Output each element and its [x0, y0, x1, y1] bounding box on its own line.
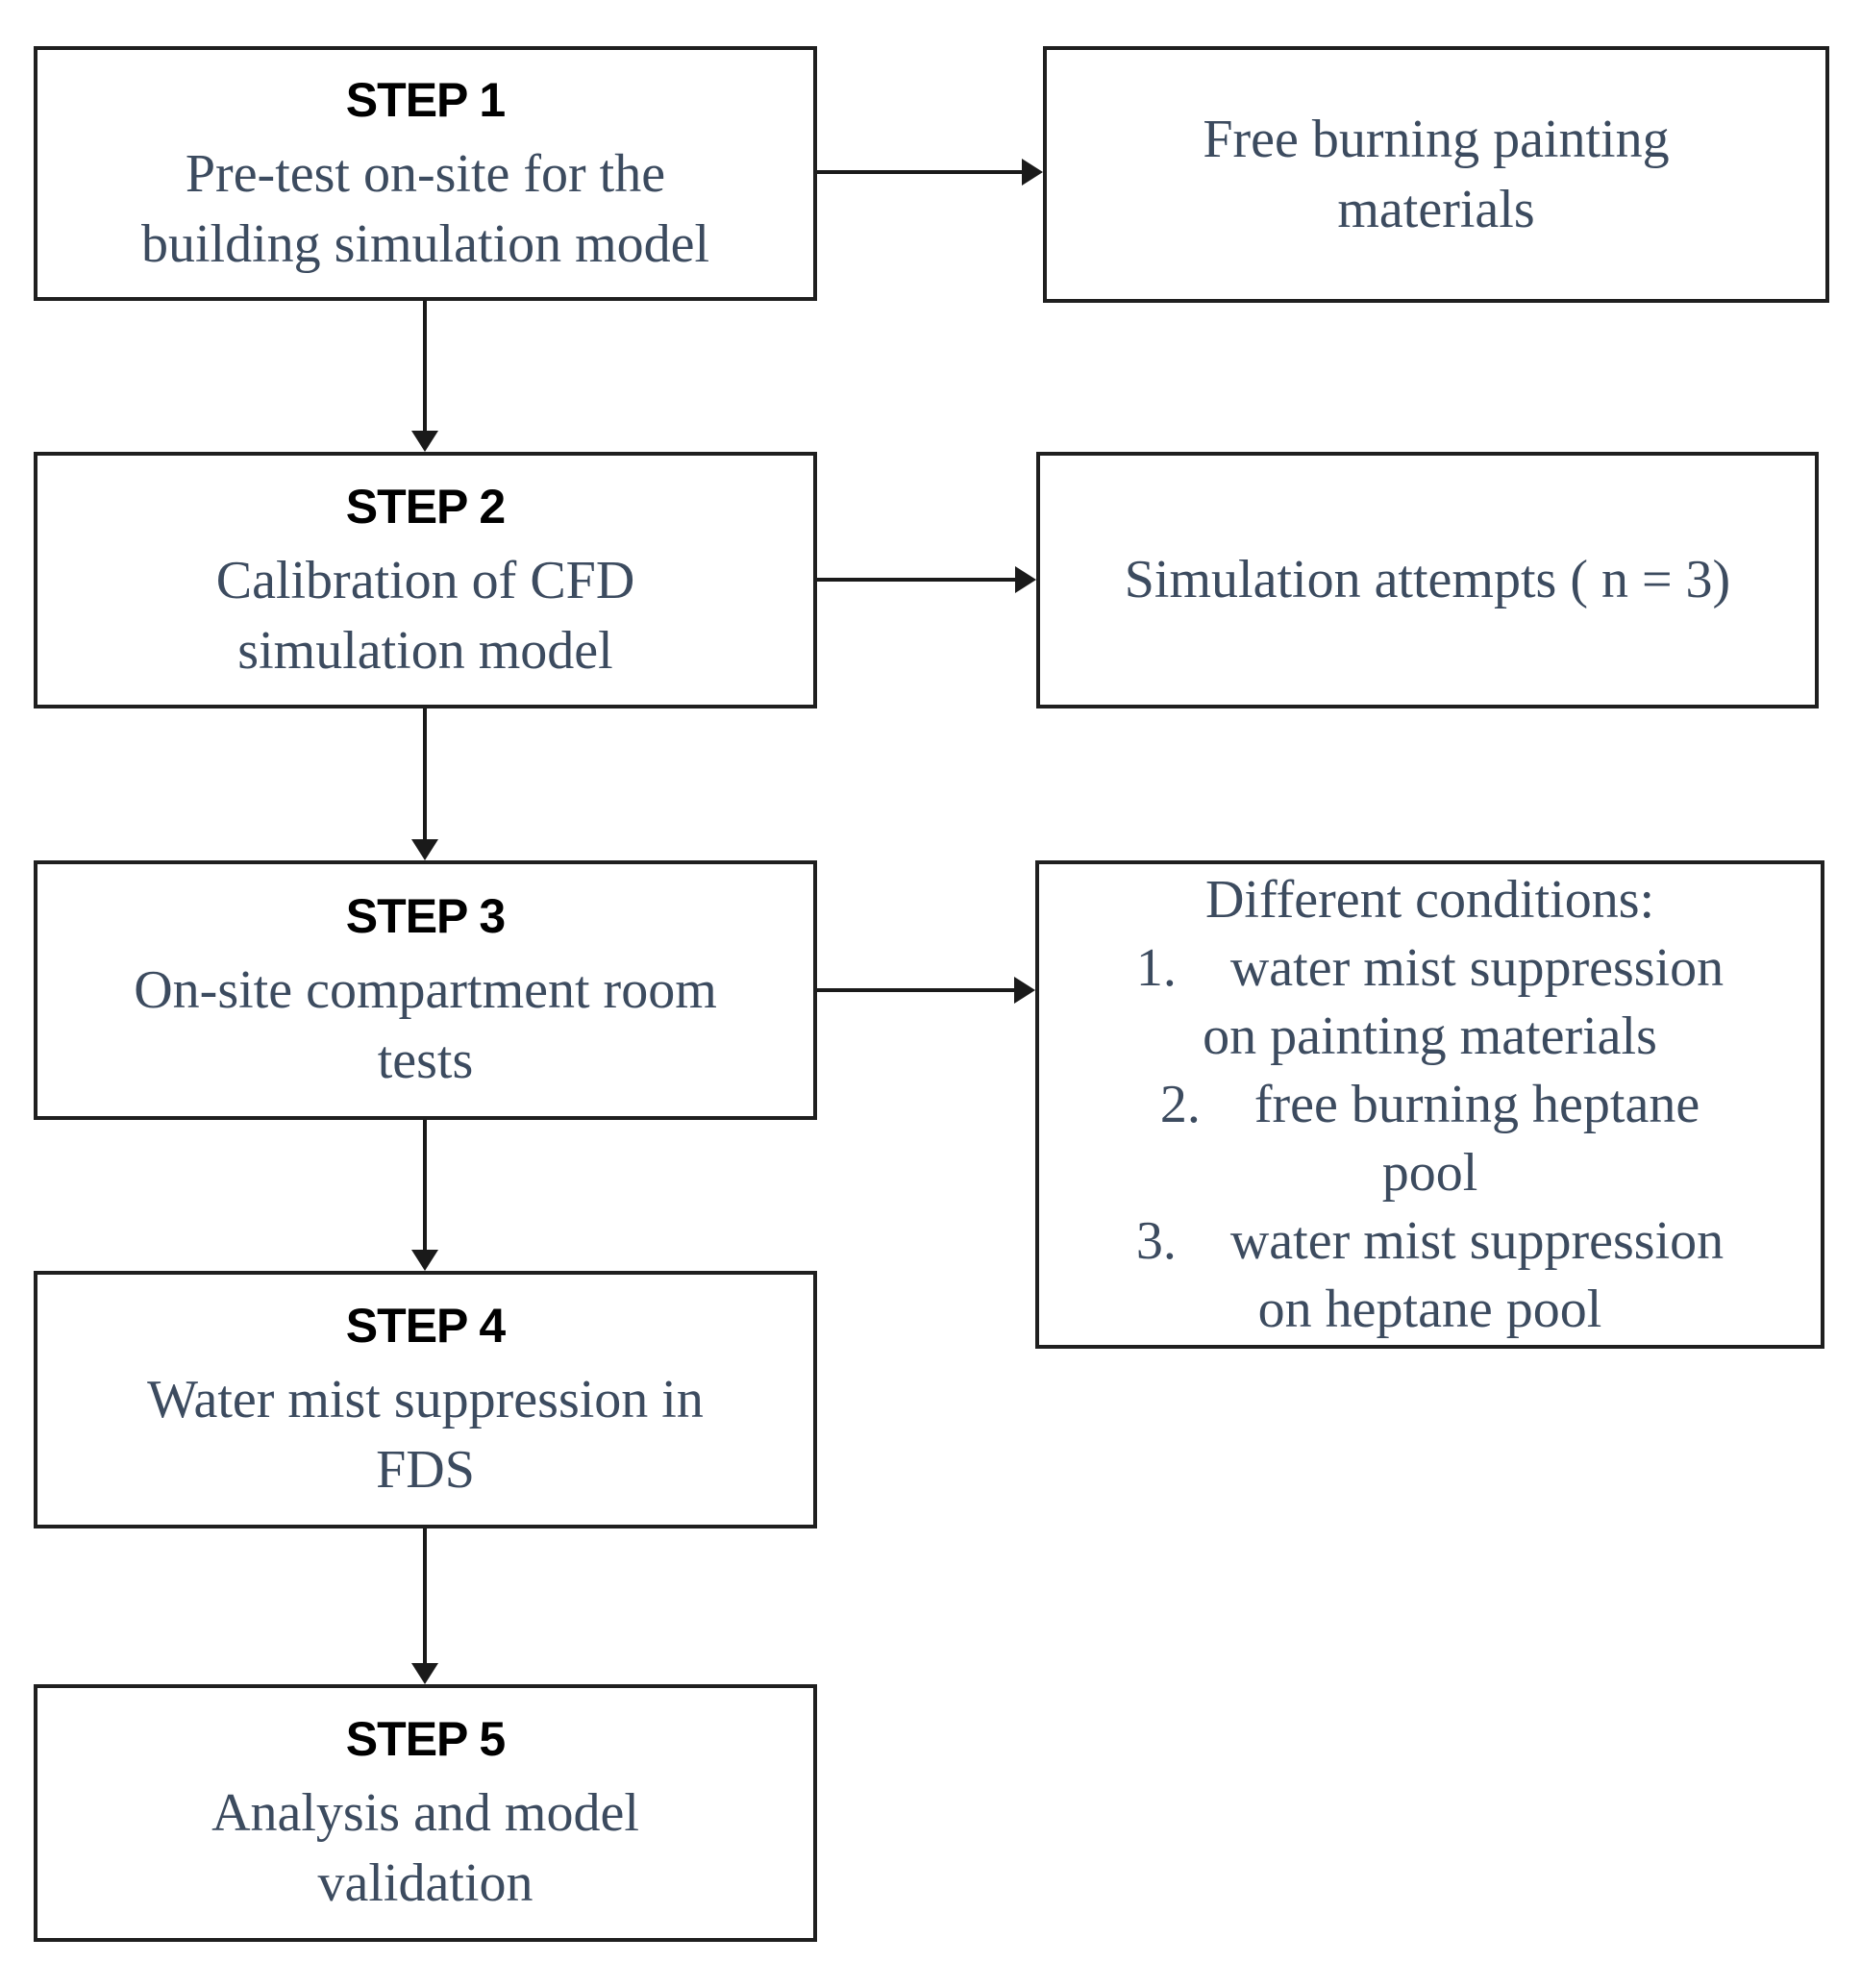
step2-box: STEP 2 Calibration of CFD simulation mod… — [34, 452, 817, 708]
arrow-down-head-icon — [411, 839, 438, 860]
step4-box: STEP 4 Water mist suppression in FDS — [34, 1271, 817, 1528]
arrow-shaft — [423, 1528, 427, 1667]
step3-text-line: tests — [377, 1031, 474, 1090]
arrow-shaft — [423, 708, 427, 843]
arrow-down-head-icon — [411, 431, 438, 452]
step5-title: STEP 5 — [345, 1712, 506, 1766]
arrow-step2-to-step3 — [411, 708, 438, 860]
note3-text-line: 1. water mist suppression — [1135, 937, 1725, 998]
step3-text-line: On-site compartment room — [134, 960, 717, 1020]
step1-text-line: building simulation model — [140, 213, 710, 274]
arrow-down-head-icon — [411, 1663, 438, 1684]
arrow-step3-to-step4 — [411, 1120, 438, 1271]
arrow-shaft — [817, 170, 1026, 174]
arrow-step4-to-step5 — [411, 1528, 438, 1684]
note3-text-line: 3. water mist suppression — [1135, 1210, 1725, 1271]
arrow-shaft — [817, 988, 1018, 992]
note-different-conditions-box: Different conditions: 1. water mist supp… — [1035, 860, 1824, 1349]
note1-text-line: Free burning painting — [1203, 109, 1670, 169]
arrow-shaft — [817, 578, 1019, 582]
step1-box: STEP 1 Pre-test on-site for the building… — [34, 46, 817, 301]
step2-text-line: Calibration of CFD — [215, 550, 635, 610]
step3-box: STEP 3 On-site compartment room tests — [34, 860, 817, 1120]
note-free-burning-box: Free burning painting materials — [1043, 46, 1829, 303]
step4-text-line: Water mist suppression in — [147, 1370, 704, 1429]
step1-title: STEP 1 — [345, 72, 506, 127]
note3-text-line: Different conditions: — [1204, 869, 1655, 930]
note-simulation-attempts-box: Simulation attempts ( n = 3) — [1036, 452, 1819, 708]
note1-text-line: materials — [1337, 179, 1535, 239]
arrow-down-head-icon — [411, 1250, 438, 1271]
arrow-right-head-icon — [1015, 566, 1036, 593]
note3-text-line: 2. free burning heptane — [1159, 1074, 1700, 1134]
step2-title: STEP 2 — [345, 479, 506, 534]
step2-text-line: simulation model — [237, 620, 613, 681]
note3-text-line: on painting materials — [1203, 1006, 1657, 1066]
arrow-step3-to-note3 — [817, 977, 1035, 1004]
step1-text-line: Pre-test on-site for the — [185, 143, 666, 204]
note2-text-line: Simulation attempts ( n = 3) — [1124, 550, 1731, 609]
arrow-right-head-icon — [1014, 977, 1035, 1004]
step3-title: STEP 3 — [345, 889, 506, 943]
note3-text-line: pool — [1381, 1142, 1478, 1203]
step5-text-line: Analysis and model — [211, 1783, 639, 1843]
step5-box: STEP 5 Analysis and model validation — [34, 1684, 817, 1942]
note3-text-line: on heptane pool — [1257, 1279, 1602, 1339]
arrow-shaft — [423, 301, 427, 435]
arrow-step2-to-note2 — [817, 566, 1036, 593]
step4-title: STEP 4 — [345, 1299, 506, 1353]
arrow-step1-to-step2 — [411, 301, 438, 452]
step5-text-line: validation — [317, 1853, 533, 1913]
step4-text-line: FDS — [376, 1440, 475, 1500]
arrow-shaft — [423, 1120, 427, 1254]
arrow-step1-to-note1 — [817, 159, 1043, 186]
arrow-right-head-icon — [1022, 159, 1043, 186]
